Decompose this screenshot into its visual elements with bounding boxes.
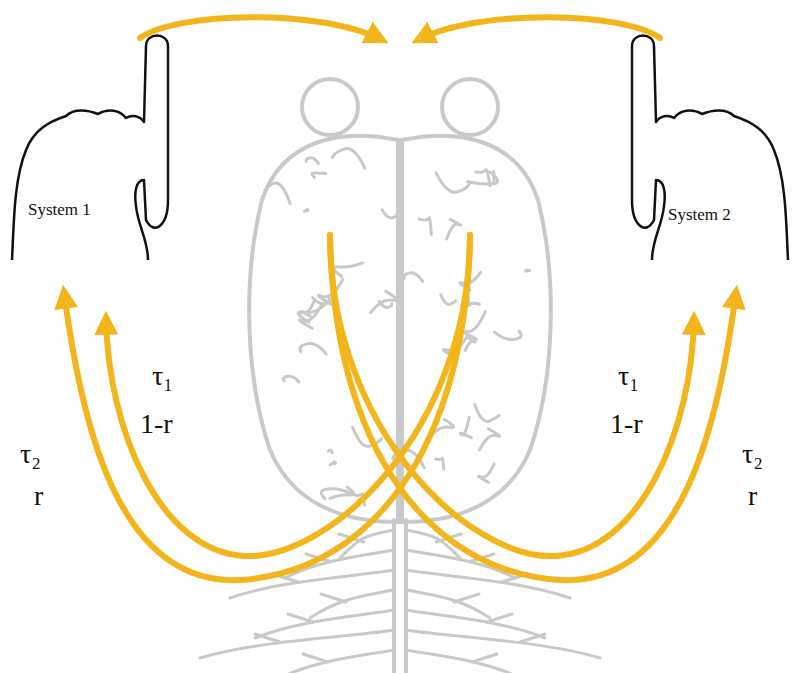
- parameter-label: τ₂: [20, 440, 41, 468]
- parameter-label: τ₁: [152, 362, 173, 390]
- parameter-label: 1-r: [140, 410, 173, 438]
- hand-shape: System 2: [622, 30, 792, 270]
- system-label: System 2: [668, 205, 731, 225]
- parameter-label: r: [748, 482, 757, 510]
- hand-outline: [8, 30, 178, 270]
- parameter-label: τ₂: [742, 440, 763, 468]
- parameter-label: τ₁: [618, 362, 639, 390]
- hand-shape: System 1: [8, 30, 178, 270]
- parameter-label: 1-r: [610, 410, 643, 438]
- parameter-label: r: [34, 482, 43, 510]
- system-label: System 1: [28, 200, 91, 220]
- hand-outline: [622, 30, 792, 270]
